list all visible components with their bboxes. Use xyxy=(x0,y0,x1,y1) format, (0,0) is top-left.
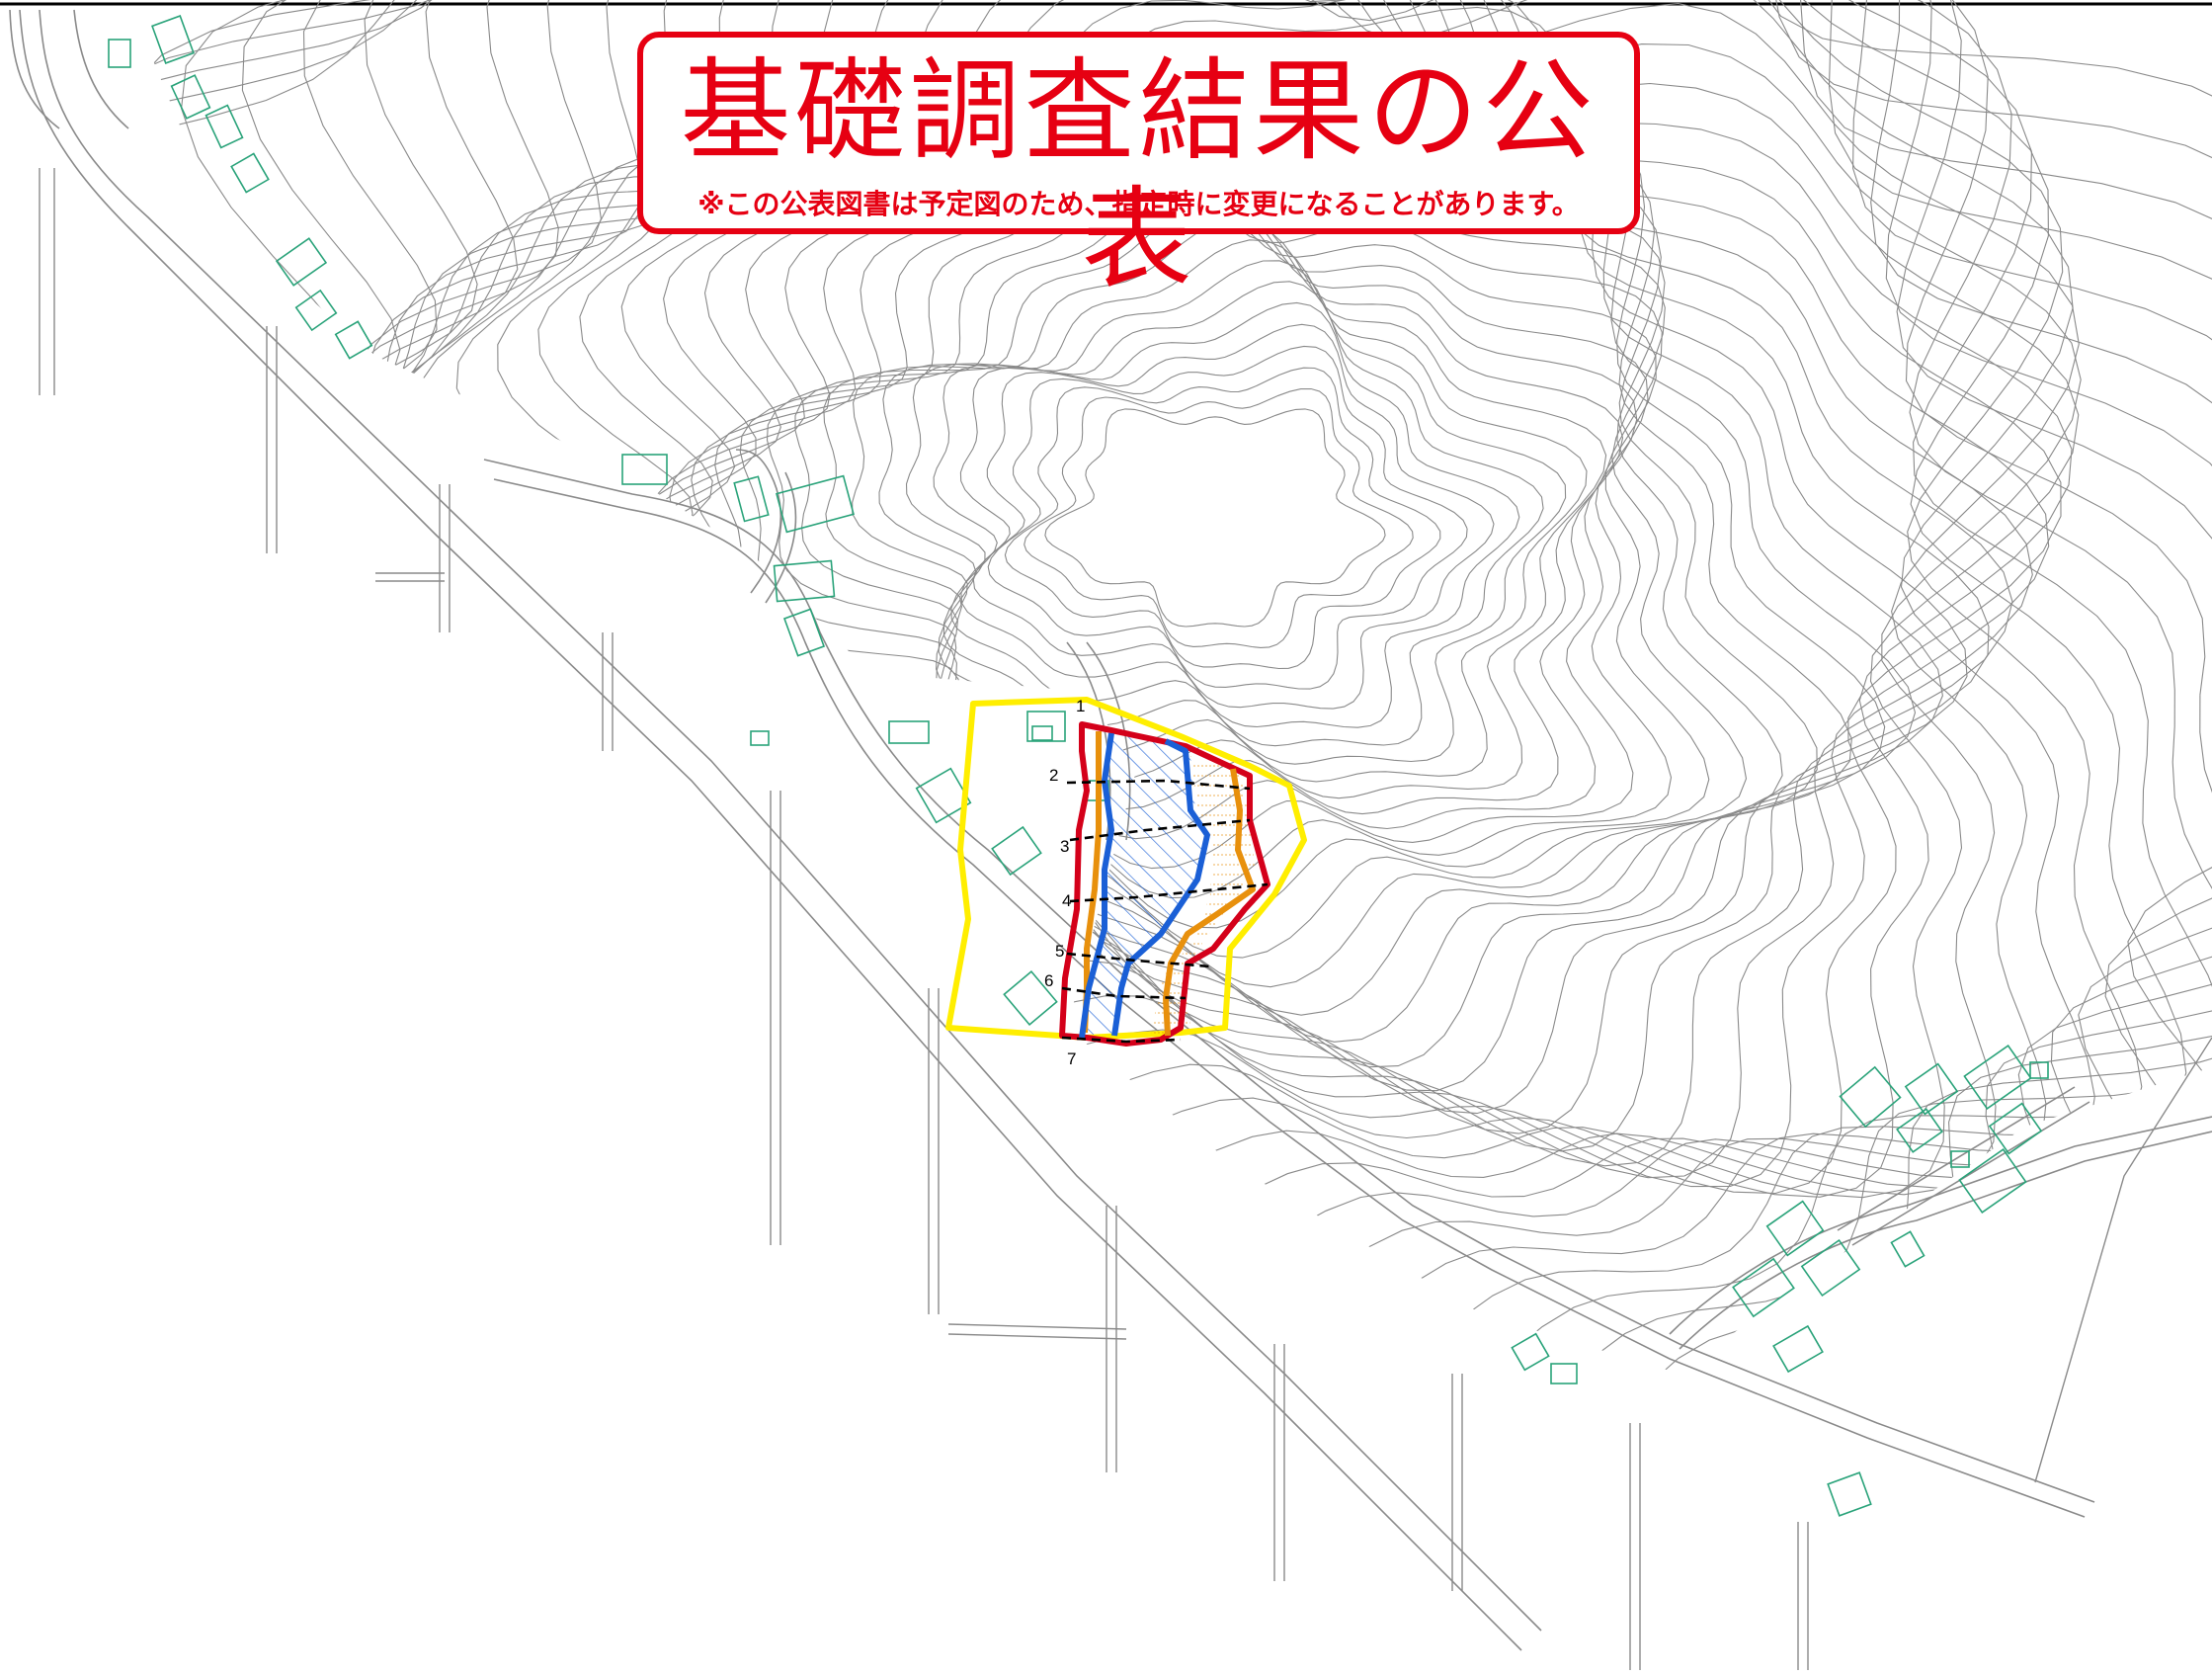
buildings xyxy=(108,15,2049,1517)
contour-line xyxy=(972,323,1495,710)
section-label-5: 5 xyxy=(1055,942,1064,961)
section-label-3: 3 xyxy=(1060,837,1069,856)
zone-line-orange xyxy=(1163,768,1256,1037)
disclaimer-note: ※この公表図書は予定図のため、指定時に変更になることがあります。 xyxy=(697,188,1580,220)
contour-line xyxy=(959,301,1520,728)
contour-line xyxy=(933,281,1544,747)
announcement-box: 基礎調査結果の公表 ※この公表図書は予定図のため、指定時に変更になることがありま… xyxy=(637,32,1640,304)
hazard-zone-fill xyxy=(1082,733,1210,1036)
zone-line-blue-right xyxy=(1111,738,1210,1037)
section-lines xyxy=(1061,779,1269,1044)
contour-line xyxy=(739,153,1673,899)
contour-line xyxy=(1024,387,1414,648)
section-label-7: 7 xyxy=(1067,1049,1076,1068)
caution-zone-fill xyxy=(1151,756,1255,1038)
contour-line xyxy=(987,345,1468,690)
contour-line xyxy=(794,183,1638,840)
page-title: 基礎調査結果の公表 xyxy=(680,47,1598,304)
contour-line xyxy=(823,201,1624,815)
contour-line xyxy=(1004,367,1441,670)
special-zone-boundary-red xyxy=(1059,721,1270,1047)
contour-line xyxy=(852,219,1607,799)
section-label-2: 2 xyxy=(1049,766,1058,785)
contour-line xyxy=(1044,408,1386,628)
section-label-4: 4 xyxy=(1062,891,1071,910)
contour-line xyxy=(878,239,1588,783)
survey-area-boundary xyxy=(945,697,1307,1041)
field-boundaries xyxy=(39,168,2212,1670)
contour-line xyxy=(714,140,1710,929)
contour-line xyxy=(905,260,1567,765)
section-label-6: 6 xyxy=(1044,971,1053,990)
section-label-1: 1 xyxy=(1076,697,1085,715)
